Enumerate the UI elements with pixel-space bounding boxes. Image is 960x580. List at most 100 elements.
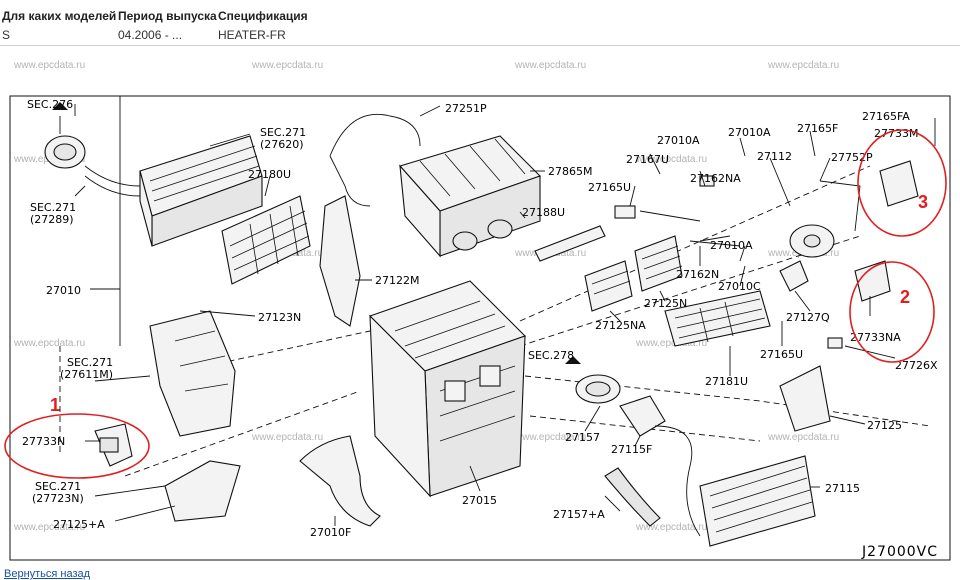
label-27010: 27010: [46, 284, 81, 297]
header-divider: [0, 45, 960, 46]
part-27726X: [827, 337, 843, 349]
label-27188U: 27188U: [522, 206, 565, 219]
outlet-ring: [565, 356, 621, 404]
label-sec276: SEC.276: [27, 98, 73, 111]
marker-2: 2: [900, 287, 910, 307]
marker-1: 1: [50, 395, 60, 415]
watermark: www.epcdata.ru: [13, 522, 85, 533]
motor-27733N: [94, 423, 133, 467]
label-27723N: (27723N): [32, 492, 84, 505]
evaporator: [84, 135, 263, 247]
label-27165F: 27165F: [797, 122, 838, 135]
spec-table: Для каких моделей Период выпуска Специфи…: [0, 0, 960, 44]
label-27733NA: 27733NA: [850, 331, 901, 344]
watermark: www.epcdata.ru: [635, 338, 707, 349]
label-27010C: 27010C: [718, 280, 761, 293]
hose-27157A: [604, 467, 661, 527]
label-sec271: SEC.271: [30, 201, 76, 214]
diagram-frame: [9, 95, 951, 561]
bracket-27010F: [299, 435, 381, 527]
header-models: Для каких моделей: [2, 9, 117, 23]
label-27010A: 27010A: [710, 239, 753, 252]
label-27180U: 27180U: [248, 168, 291, 181]
watermark: www.epcdata.ru: [635, 522, 707, 533]
label-27733M: 27733M: [874, 127, 918, 140]
actuator-27112: [789, 224, 835, 258]
cell-spec: HEATER-FR: [218, 28, 286, 42]
link-rods: [639, 210, 741, 247]
marker-3: 3: [918, 192, 928, 212]
label-27162NA: 27162NA: [690, 172, 741, 185]
label-27015: 27015: [462, 494, 497, 507]
bracket-27752P: [819, 180, 861, 232]
label-27289: (27289): [30, 213, 74, 226]
grille-27125N: [634, 235, 683, 292]
header-spec: Спецификация: [218, 9, 308, 23]
watermark: www.epcdata.ru: [13, 338, 85, 349]
watermark: www.epcdata.ru: [767, 432, 839, 443]
label-27167U: 27167U: [626, 153, 669, 166]
label-27010A: 27010A: [657, 134, 700, 147]
label-27112: 27112: [757, 150, 792, 163]
watermark: www.epcdata.ru: [251, 432, 323, 443]
filter-grille: [221, 195, 311, 285]
motor-27733NA: [854, 260, 891, 302]
duct-27125A: [164, 460, 241, 522]
watermark: www.epcdata.ru: [514, 60, 586, 71]
label-27162N: 27162N: [676, 268, 719, 281]
watermark: www.epcdata.ru: [251, 60, 323, 71]
pipe: [654, 425, 701, 537]
label-27115: 27115: [825, 482, 860, 495]
label-27733N: 27733N: [22, 435, 65, 448]
label-27181U: 27181U: [705, 375, 748, 388]
label-27165FA: 27165FA: [862, 110, 910, 123]
label-27010A: 27010A: [728, 126, 771, 139]
label-27125N: 27125N: [644, 297, 687, 310]
label-sec271: SEC.271: [260, 126, 306, 139]
label-27620: (27620): [260, 138, 304, 151]
label-27122M: 27122M: [375, 274, 419, 287]
heater-core: [699, 455, 816, 547]
parts-diagram: www.epcdata.ru www.epcdata.ru www.epcdat…: [4, 60, 951, 561]
back-link[interactable]: Вернуться назад: [4, 568, 91, 580]
part-labels: SEC.276 SEC.271 (27620) SEC.271 (27289) …: [22, 98, 938, 539]
label-27127Q: 27127Q: [786, 311, 830, 324]
label-leaders: [74, 104, 936, 526]
label-27157: 27157: [565, 431, 600, 444]
label-27611M: (27611M): [60, 368, 113, 381]
foot-duct: [149, 310, 236, 437]
label-27165U: 27165U: [760, 348, 803, 361]
diagram-code: J27000VC: [861, 544, 938, 560]
label-27125A: 27125+A: [53, 518, 105, 531]
duct-assembly: [399, 135, 542, 258]
label-sec271: SEC.271: [67, 356, 113, 369]
watermark: www.epcdata.ru: [514, 432, 586, 443]
label-sec271: SEC.271: [35, 480, 81, 493]
label-27752P: 27752P: [831, 151, 873, 164]
label-27125NA: 27125NA: [595, 319, 646, 332]
label-27115F: 27115F: [611, 443, 652, 456]
wire-harness: [329, 113, 421, 207]
motor-27733M: [879, 160, 919, 207]
label-27251P: 27251P: [445, 102, 487, 115]
label-27726X: 27726X: [895, 359, 938, 372]
callout-circle-1: [4, 413, 150, 479]
label-27165U: 27165U: [588, 181, 631, 194]
cell-model: S: [2, 28, 11, 42]
callout-circle-3: [857, 129, 947, 237]
label-27125: 27125: [867, 419, 902, 432]
label-27123N: 27123N: [258, 311, 301, 324]
label-27157A: 27157+A: [553, 508, 605, 521]
label-27865M: 27865M: [548, 165, 592, 178]
vent-27181U: [664, 290, 771, 347]
heater-unit: [368, 280, 527, 498]
callout-circle-2: [849, 261, 935, 363]
cell-period: 04.2006 - ...: [118, 28, 183, 42]
duct-27125: [779, 365, 831, 432]
watermark: www.epcdata.ru: [635, 154, 707, 165]
callouts: 1 2 3: [4, 129, 947, 479]
label-sec278: SEC.278: [528, 349, 574, 362]
clip: [699, 175, 715, 187]
watermark: www.epcdata.ru: [767, 60, 839, 71]
watermark: www.epcdata.ru: [13, 60, 85, 71]
